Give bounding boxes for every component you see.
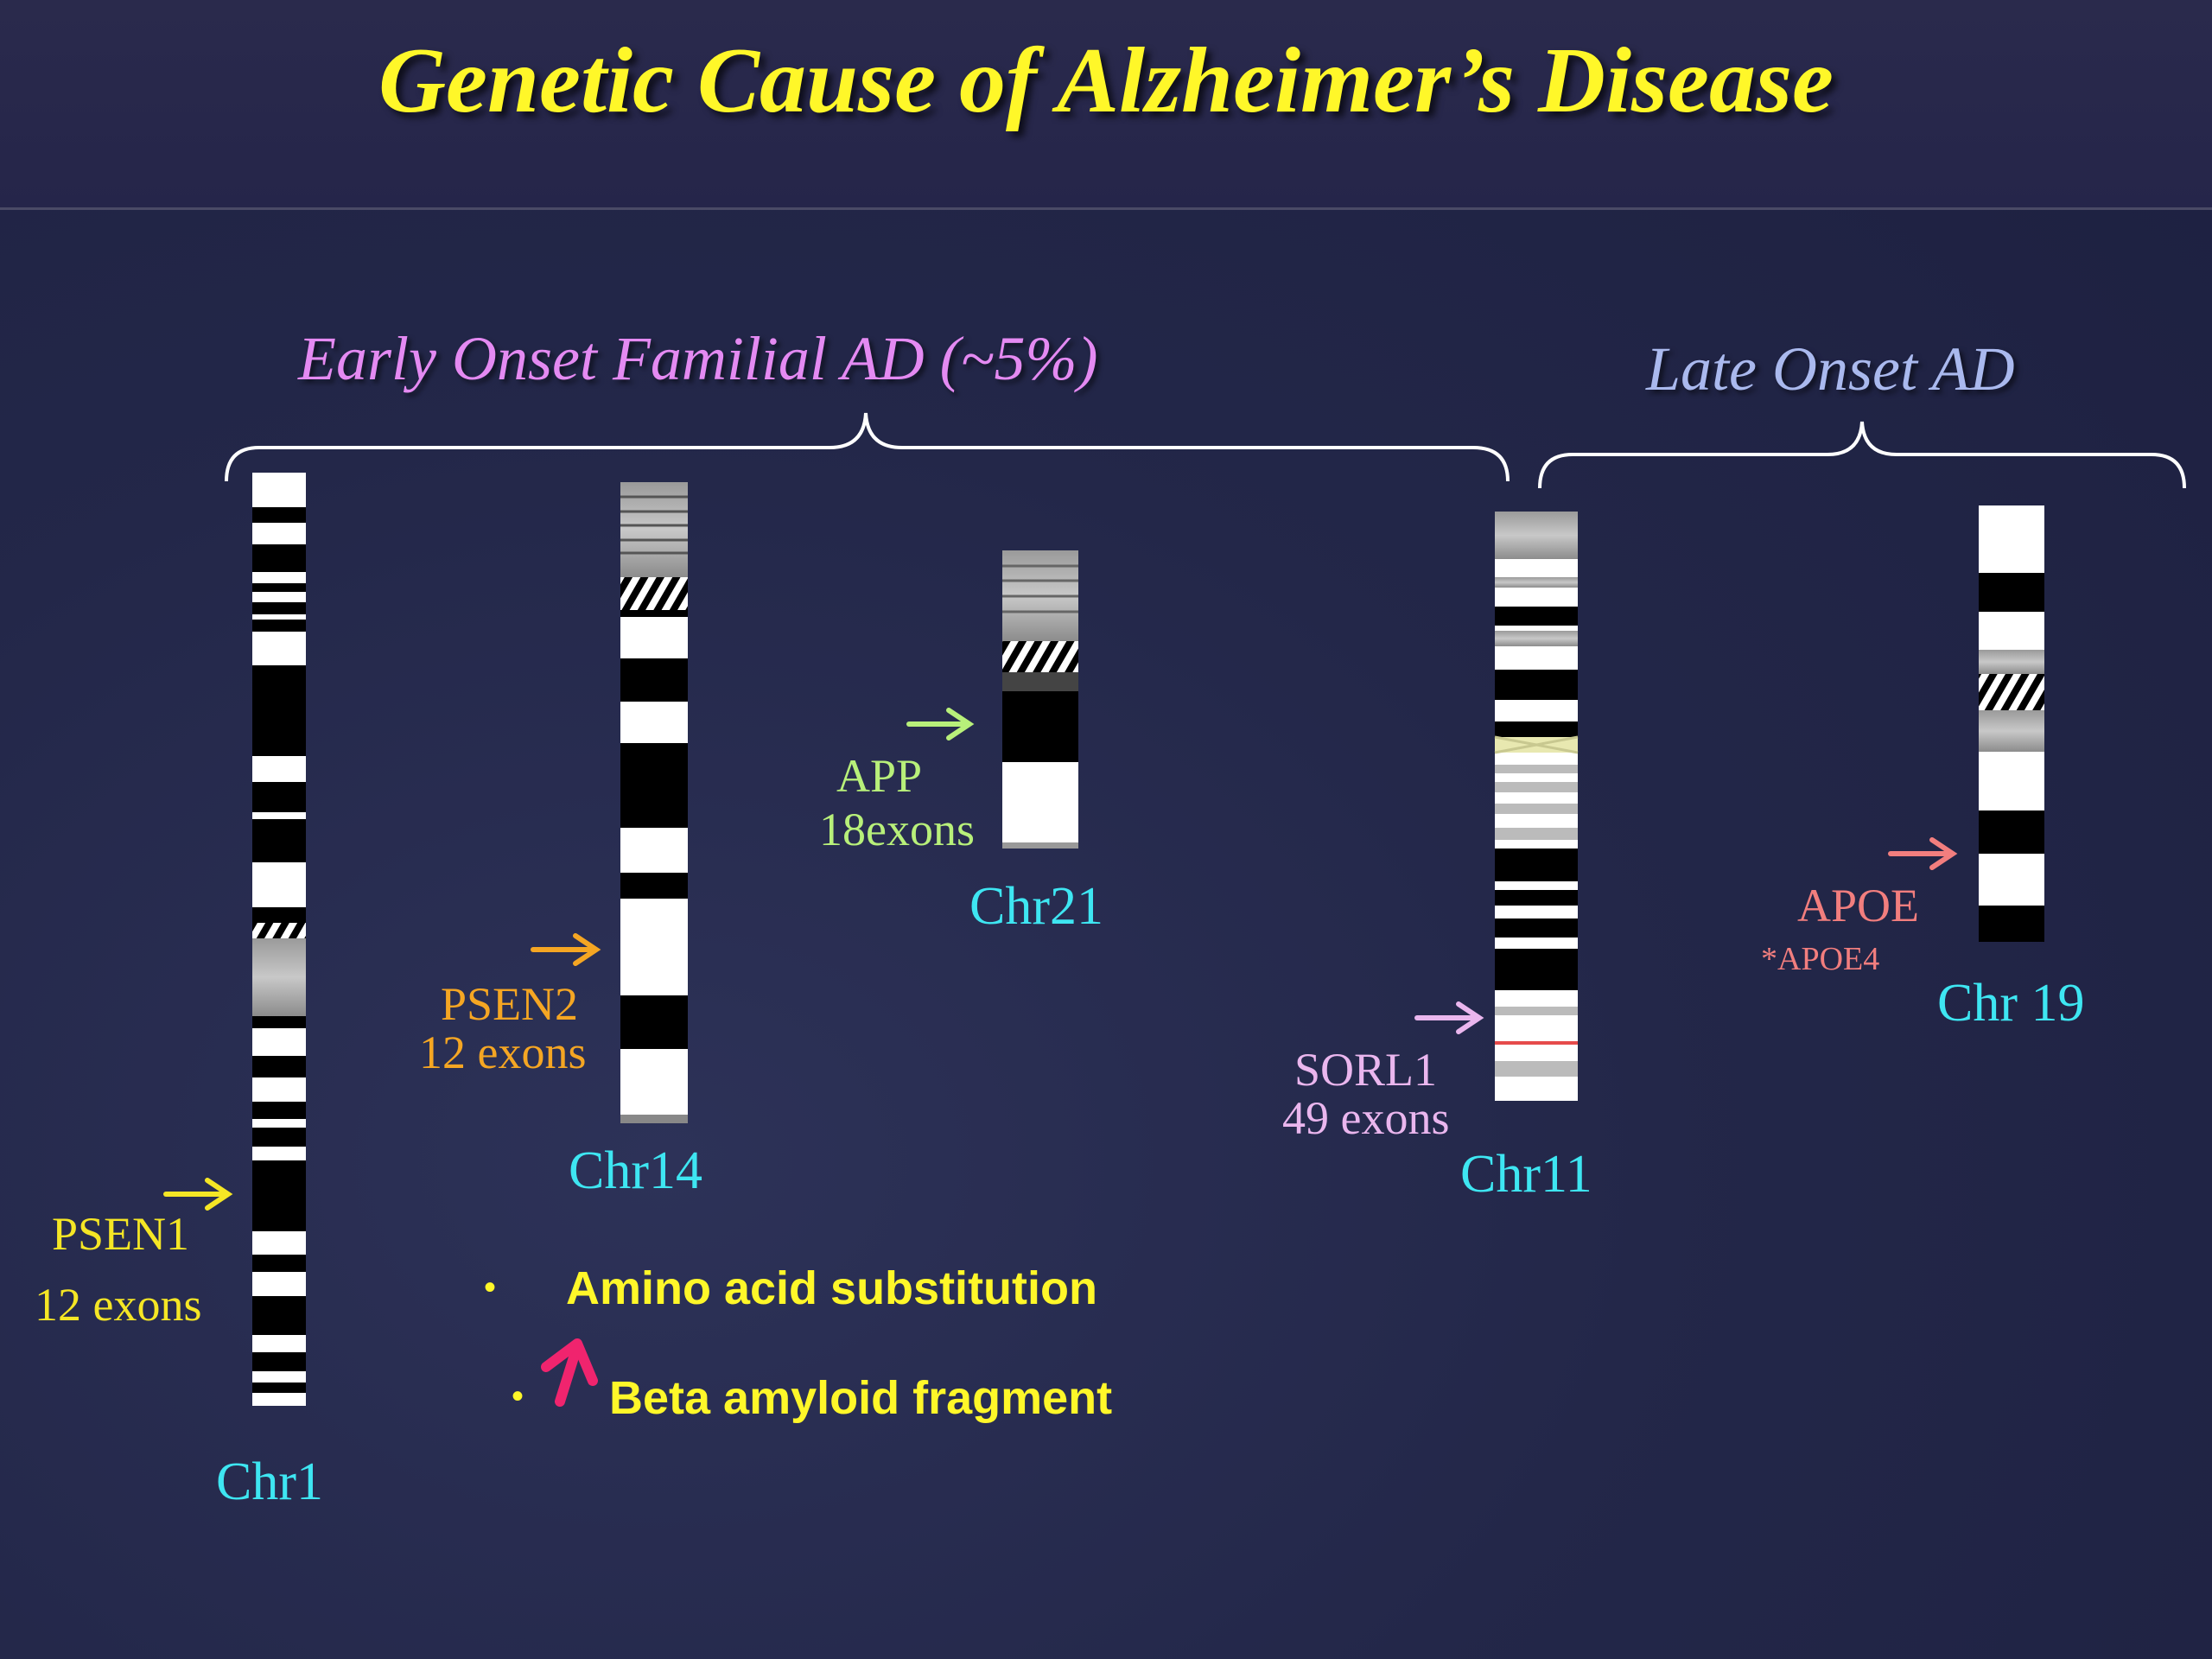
sorl1-label: SORL1 <box>1294 1044 1438 1096</box>
chromosome-chr1 <box>252 473 306 1406</box>
sorl1-exons: 49 exons <box>1282 1092 1450 1144</box>
chr1-label: Chr1 <box>216 1452 323 1511</box>
chr21-label: Chr21 <box>969 877 1103 936</box>
chr19-label: Chr 19 <box>1937 974 2085 1033</box>
app-exons: 18exons <box>819 804 975 855</box>
arrow-icon-app <box>906 708 975 741</box>
arrow-icon-psen2 <box>531 933 601 966</box>
bullet-beta-amyloid-fragment: Beta amyloid fragment <box>609 1372 1113 1424</box>
psen2-label: PSEN2 <box>441 978 579 1030</box>
arrow-icon-sorl1 <box>1414 1001 1484 1034</box>
chromosome-chr19 <box>1979 505 2044 942</box>
bullet-dot: • <box>512 1377 524 1415</box>
apoe4-note: *APOE4 <box>1761 941 1880 977</box>
psen1-label: PSEN1 <box>52 1208 190 1260</box>
chromosome-chr14 <box>620 482 688 1123</box>
arrow-icon-psen1 <box>163 1178 233 1211</box>
psen1-exons: 12 exons <box>35 1279 202 1331</box>
early-onset-label: Early Onset Familial AD (~5%) <box>298 324 1098 393</box>
psen2-exons: 12 exons <box>419 1027 587 1078</box>
app-label: APP <box>836 750 923 802</box>
bullet-dot: • <box>484 1268 497 1306</box>
chromosome-chr11 <box>1494 512 1579 1101</box>
bullet-amino-acid-substitution: Amino acid substitution <box>566 1262 1097 1314</box>
title-bar <box>0 0 2212 210</box>
chromosome-chr21 <box>1002 550 1078 849</box>
page-title: Genetic Cause of Alzheimer’s Disease <box>378 29 1834 132</box>
chr14-label: Chr14 <box>569 1141 702 1200</box>
chr11-label: Chr11 <box>1460 1145 1592 1204</box>
arrow-icon-apoe <box>1888 837 1958 870</box>
up-arrow-icon <box>541 1338 598 1407</box>
apoe-label: APOE <box>1797 880 1920 931</box>
early-onset-brace <box>225 412 1510 482</box>
late-onset-brace <box>1538 421 2186 489</box>
late-onset-label: Late Onset AD <box>1646 334 2015 404</box>
